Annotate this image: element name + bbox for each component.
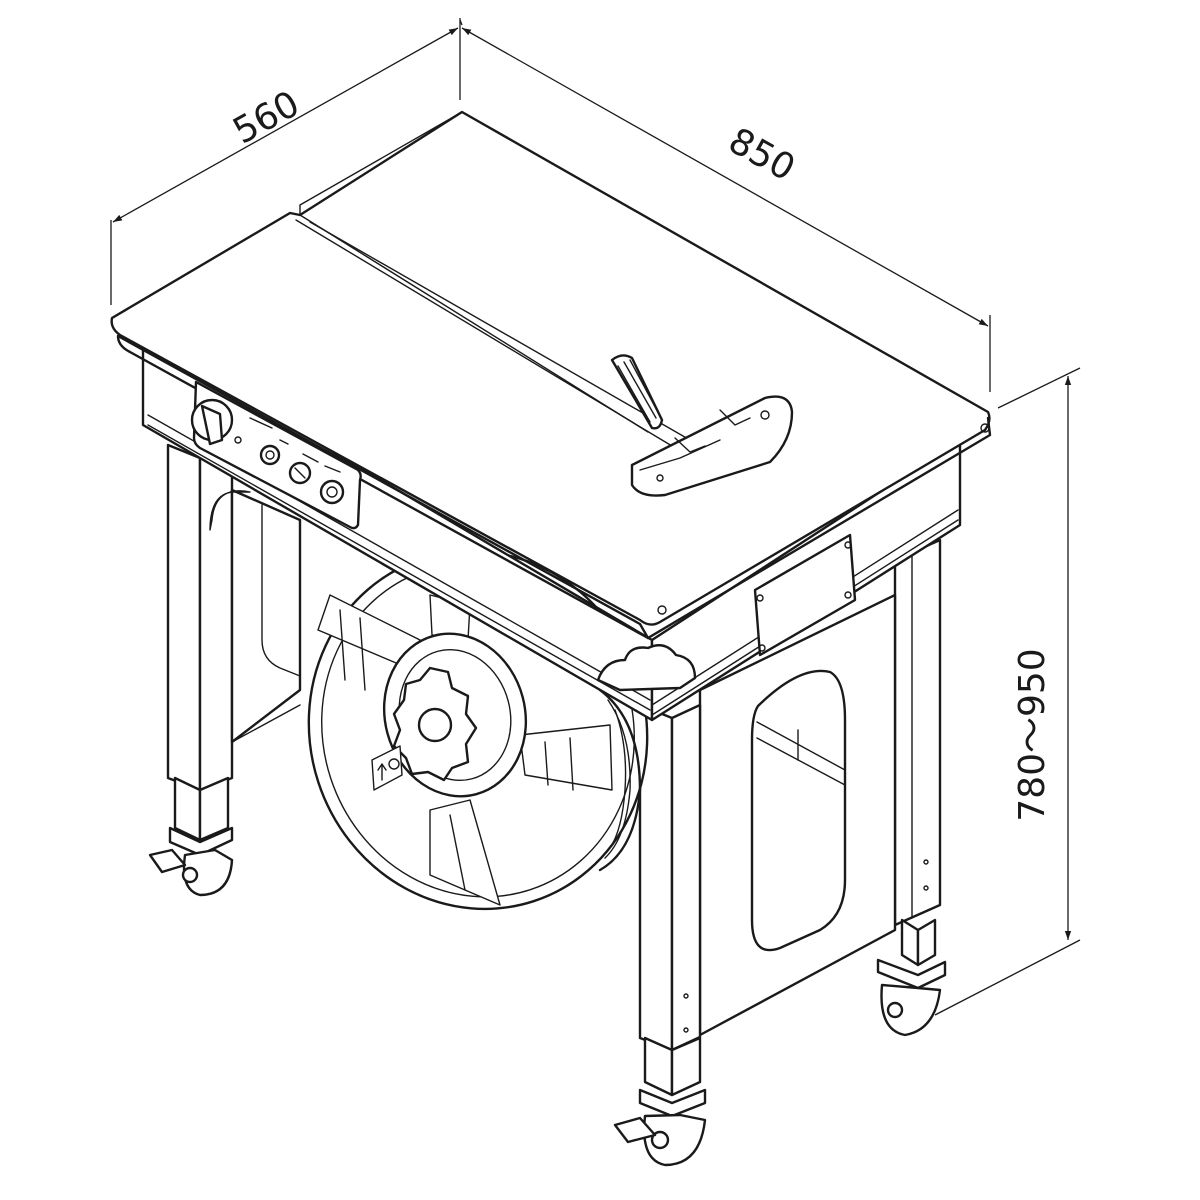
dimension-depth-label: 560 [226,83,306,152]
strap-guide [610,354,794,497]
dimension-height: 780～950 [934,367,1081,1016]
caster-left-front [148,776,234,897]
machine-frame [166,443,942,1052]
dimension-height-label: 780～950 [1012,648,1053,821]
dimension-width-label: 850 [722,120,802,189]
caster-right-front [613,1036,707,1167]
knob-3-icon [319,479,345,505]
control-panel [190,380,362,530]
caster-right-rear [876,918,947,1037]
knob-1-icon [259,444,281,466]
